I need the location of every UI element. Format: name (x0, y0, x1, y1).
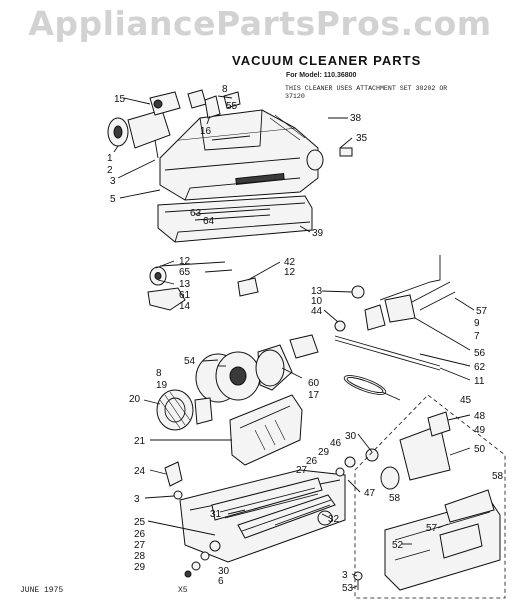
callout-label: 2 (107, 165, 113, 176)
brush-end-caps (184, 448, 379, 578)
fan-housing (229, 394, 303, 466)
callout-label: 17 (308, 390, 320, 401)
height-adjust-linkage (351, 255, 456, 323)
page-title: VACUUM CLEANER PARTS (232, 53, 422, 68)
callout-label: 53 (342, 583, 354, 594)
callout-label: 7 (474, 331, 480, 342)
callout-label: 47 (364, 488, 376, 499)
callout-label: 57 (426, 523, 438, 534)
callout-label: 25 (134, 517, 146, 528)
model-number: For Model: 110.36800 (286, 72, 357, 79)
attachment-note: THIS CLEANER USES ATTACHMENT SET 30202 O… (285, 85, 448, 100)
callout-label: 29 (134, 562, 146, 573)
callout-label: 12 (179, 256, 191, 267)
callout-label: 6 (218, 576, 224, 587)
callout-label: 45 (460, 395, 472, 406)
callout-label: 63 (190, 208, 202, 219)
callout-label: 10 (311, 296, 323, 307)
callout-label: 48 (474, 411, 486, 422)
callout-label: 42 (284, 257, 296, 268)
callout-label: 24 (134, 466, 146, 477)
height-adjust-knob (306, 147, 353, 171)
callout-label: 35 (356, 133, 368, 144)
callout-label: 31 (210, 509, 222, 520)
callout-label: 49 (474, 425, 486, 436)
callout-label: 46 (330, 438, 342, 449)
callout-label: 12 (284, 267, 296, 278)
callout-label: 62 (474, 362, 486, 373)
front-wheel-assembly (147, 261, 259, 311)
callout-label: 27 (296, 465, 308, 476)
callout-label: 32 (328, 514, 340, 525)
callout-label: 38 (350, 113, 362, 124)
callout-label: 26 (306, 456, 318, 467)
callout-label: 56 (474, 348, 486, 359)
motor-assembly (156, 334, 319, 431)
callout-label: 21 (134, 436, 146, 447)
bumper-strip (157, 195, 313, 243)
revision-date: JUNE 1975 (20, 586, 64, 595)
callout-label: 3 (110, 176, 116, 187)
callout-label: 28 (134, 551, 146, 562)
hood-assembly (159, 109, 319, 201)
latch-parts (187, 89, 241, 119)
page-code: X5 (178, 586, 188, 595)
callout-label: 65 (179, 267, 191, 278)
callout-label: 54 (184, 356, 196, 367)
callout-label: 30 (345, 431, 357, 442)
nozzle-base (164, 461, 346, 563)
drive-belt (343, 375, 387, 395)
callout-label: 64 (203, 216, 215, 227)
callout-label: 8 (222, 84, 228, 95)
callout-label: 61 (179, 290, 191, 301)
callout-label: 13 (311, 286, 323, 297)
callout-label: 8 (156, 368, 162, 379)
callout-label: 29 (318, 447, 330, 458)
callout-label: 1 (107, 153, 113, 164)
callout-label: 14 (179, 301, 191, 312)
callout-label: 26 (134, 529, 146, 540)
callout-label: 16 (200, 126, 212, 137)
brush-roll (237, 494, 336, 539)
callout-label: 19 (156, 380, 168, 391)
callout-label: 15 (114, 94, 126, 105)
callout-label: 11 (474, 376, 485, 387)
handle-bracket (107, 91, 181, 159)
callout-label: 58 (492, 471, 504, 482)
callout-label: 27 (134, 540, 146, 551)
callout-label: 44 (311, 306, 323, 317)
callout-label: 13 (179, 279, 191, 290)
callout-label: 39 (312, 228, 324, 239)
callout-label: 50 (474, 444, 486, 455)
callout-label: 57 (476, 306, 488, 317)
bag-housing-subassembly (353, 394, 506, 599)
callout-label: 3 (134, 494, 140, 505)
callout-label: 52 (392, 540, 404, 551)
callout-label: 60 (308, 378, 320, 389)
callout-label: 30 (218, 566, 230, 577)
callout-label: 3 (342, 570, 348, 581)
callout-label: 20 (129, 394, 141, 405)
callout-label: 58 (389, 493, 401, 504)
watermark: AppliancePartsPros.com (28, 4, 492, 43)
callout-label: 9 (474, 318, 480, 329)
callout-label: 5 (110, 194, 116, 205)
callout-label: 55 (226, 101, 238, 112)
agitator-shaft (334, 304, 441, 371)
callout-labels: 15 8 55 16 38 35 1 2 3 5 63 64 39 12 65 (107, 84, 504, 594)
